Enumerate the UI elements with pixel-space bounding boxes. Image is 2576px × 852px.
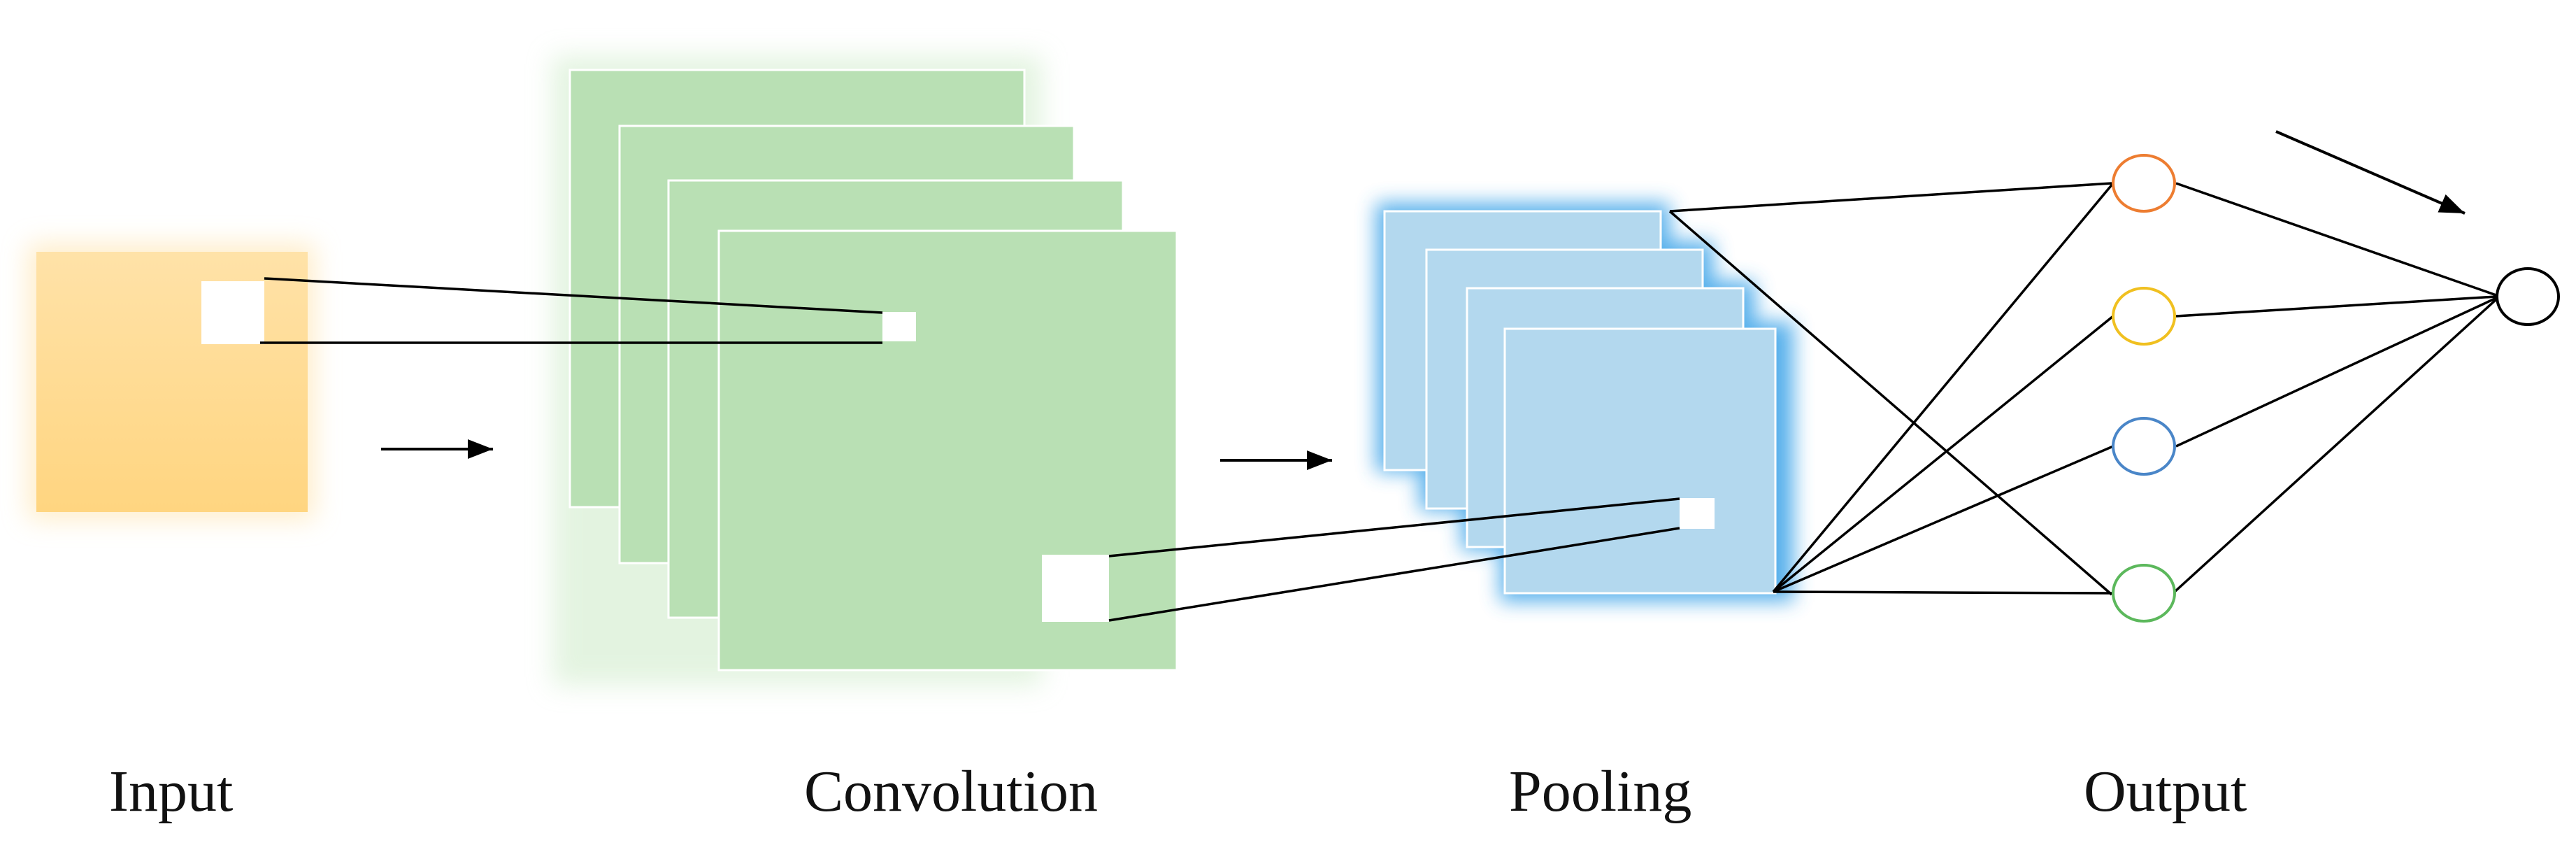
output-arrow <box>2275 130 2466 215</box>
input-block <box>28 243 315 520</box>
pooling-block <box>1376 203 1794 602</box>
hidden-neuron-4 <box>2112 564 2176 623</box>
convolution-target-cell <box>882 312 916 341</box>
hidden-neuron-2 <box>2112 287 2176 346</box>
projection-line-input-top <box>264 277 883 314</box>
pooling-target-cell <box>1680 498 1715 529</box>
pooling-label: Pooling <box>1509 759 1692 824</box>
input-image <box>36 252 308 512</box>
pooling-map-4 <box>1503 327 1777 595</box>
projection-line-conv-bottom <box>1108 527 1680 622</box>
hidden-neuron-3 <box>2112 417 2176 476</box>
convolution-block <box>552 56 1178 686</box>
hidden-neuron-1 <box>2112 154 2176 213</box>
input-label: Input <box>109 759 234 824</box>
input-receptive-field <box>201 281 264 344</box>
pooling-to-hidden-connections <box>1668 182 2115 596</box>
output-label: Output <box>2084 759 2247 824</box>
hidden-to-output-connections <box>2173 182 2498 593</box>
convolution-label: Convolution <box>804 759 1099 824</box>
projection-line-conv-top <box>1108 497 1680 558</box>
output-neuron <box>2496 267 2560 326</box>
convolution-pool-window <box>1042 555 1109 622</box>
